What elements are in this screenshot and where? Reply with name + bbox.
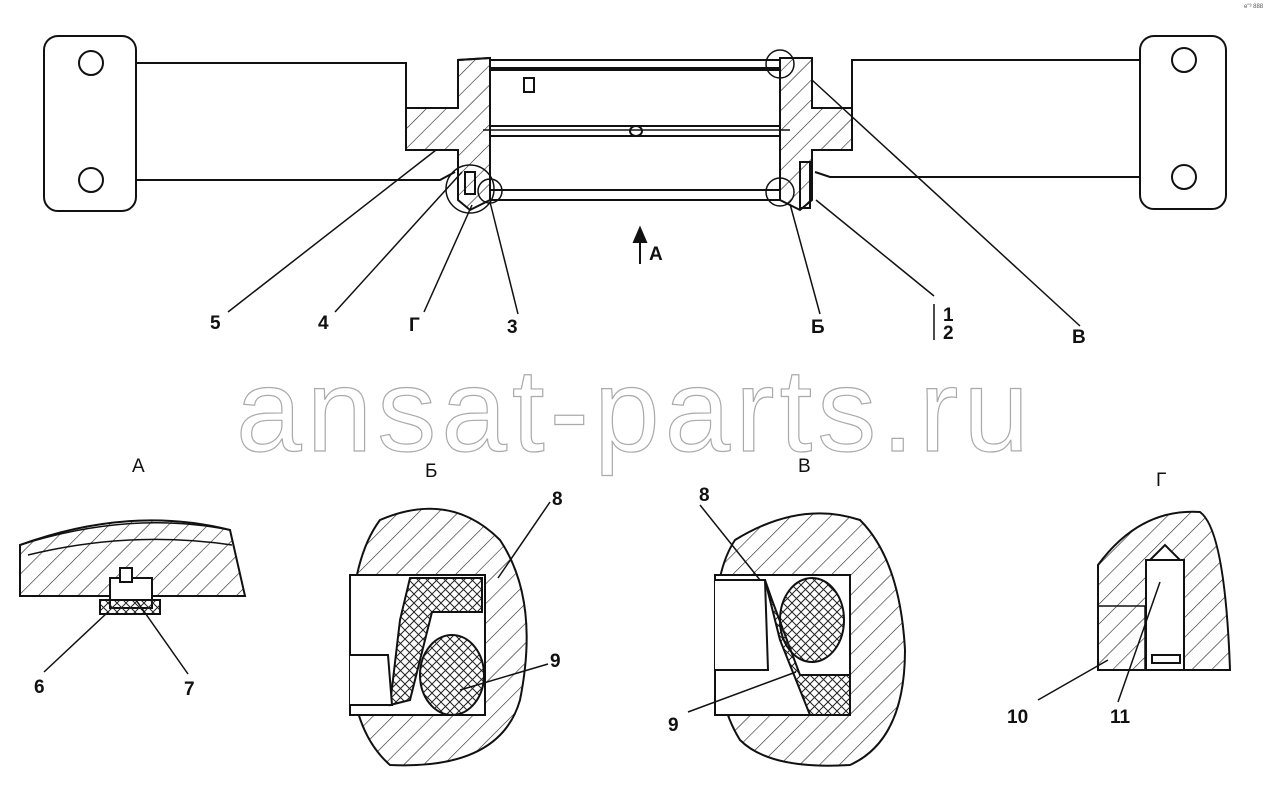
label-11: 11 (1110, 707, 1131, 728)
label-8-view-B: 8 (552, 489, 563, 510)
left-hole-top (78, 50, 104, 76)
label-10: 10 (1007, 707, 1029, 728)
housing-right-section (779, 57, 853, 212)
view-V-drawing (687, 504, 907, 767)
label-8-view-V: 8 (699, 485, 710, 506)
left-end-plate (43, 35, 137, 212)
watermark: ansat-parts.ru (235, 345, 1034, 477)
label-6: 6 (34, 677, 45, 698)
label-1: 1 (943, 305, 954, 326)
view-title-B: Б (425, 461, 438, 482)
right-hole-bottom (1171, 164, 1197, 190)
label-2: 2 (943, 323, 954, 344)
label-3: 3 (507, 317, 518, 338)
label-7: 7 (184, 679, 195, 700)
view-title-G: Г (1156, 470, 1167, 491)
detail-circle-V (765, 49, 795, 79)
view-G-drawing (1037, 510, 1232, 703)
label-V-callout: В (1072, 327, 1086, 348)
view-title-V: В (798, 456, 811, 477)
label-5: 5 (210, 313, 221, 334)
label-arrow-A: A (649, 244, 663, 265)
main-assembly (43, 35, 1227, 340)
left-hole-bottom (78, 167, 104, 193)
right-arm (811, 58, 1140, 178)
view-A-drawing (19, 519, 247, 675)
right-hole-top (1171, 47, 1197, 73)
label-9-view-V: 9 (668, 715, 679, 736)
view-title-A: А (132, 456, 145, 477)
view-B-drawing (348, 501, 551, 767)
label-B-callout: Б (811, 317, 825, 338)
label-9-view-B: 9 (550, 651, 561, 672)
label-4: 4 (318, 313, 329, 334)
right-end-plate (1139, 35, 1227, 210)
detail-circle-B (765, 177, 795, 207)
corner-mark: е"³ 888 (1244, 4, 1264, 10)
label-G-callout: Г (409, 315, 420, 336)
